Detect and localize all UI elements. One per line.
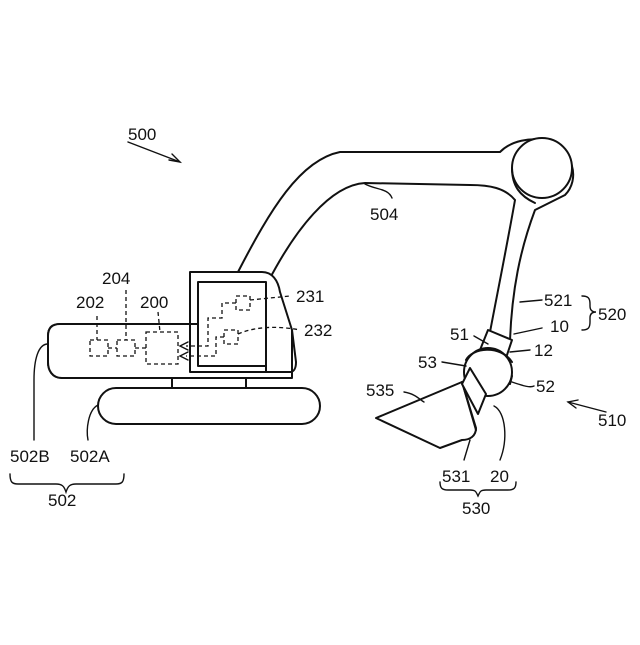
label-20: 20 — [490, 467, 509, 486]
leader-502A — [87, 405, 98, 440]
leader-20 — [494, 406, 505, 460]
label-204: 204 — [102, 269, 130, 288]
label-502A: 502A — [70, 447, 110, 466]
label-12: 12 — [534, 341, 553, 360]
cab-body — [190, 272, 292, 372]
label-504: 504 — [370, 205, 398, 224]
leader-504 — [365, 184, 392, 198]
label-530: 530 — [462, 499, 490, 518]
label-535: 535 — [366, 381, 394, 400]
leader-531 — [464, 440, 470, 460]
brace-520 — [582, 296, 596, 330]
label-520: 520 — [598, 305, 626, 324]
label-10: 10 — [550, 317, 569, 336]
leader-521 — [520, 300, 542, 302]
label-231: 231 — [296, 287, 324, 306]
leader-12 — [510, 350, 530, 352]
leader-10 — [514, 328, 542, 334]
leader-53 — [442, 362, 466, 366]
leader-52 — [512, 382, 534, 387]
leader-502B — [34, 344, 48, 440]
label-502B: 502B — [10, 447, 50, 466]
label-531: 531 — [442, 467, 470, 486]
label-521: 521 — [544, 291, 572, 310]
crawler-track — [98, 388, 320, 424]
label-200: 200 — [140, 293, 168, 312]
label-510: 510 — [598, 411, 626, 430]
brace-502 — [10, 474, 124, 492]
label-51: 51 — [450, 325, 469, 344]
label-232: 232 — [304, 321, 332, 340]
leader-535 — [404, 392, 424, 402]
label-500: 500 — [128, 125, 156, 144]
label-53: 53 — [418, 353, 437, 372]
label-502: 502 — [48, 491, 76, 510]
label-52: 52 — [536, 377, 555, 396]
label-202: 202 — [76, 293, 104, 312]
pointer-500 — [128, 142, 180, 162]
arm-pivot-joint — [512, 138, 572, 198]
